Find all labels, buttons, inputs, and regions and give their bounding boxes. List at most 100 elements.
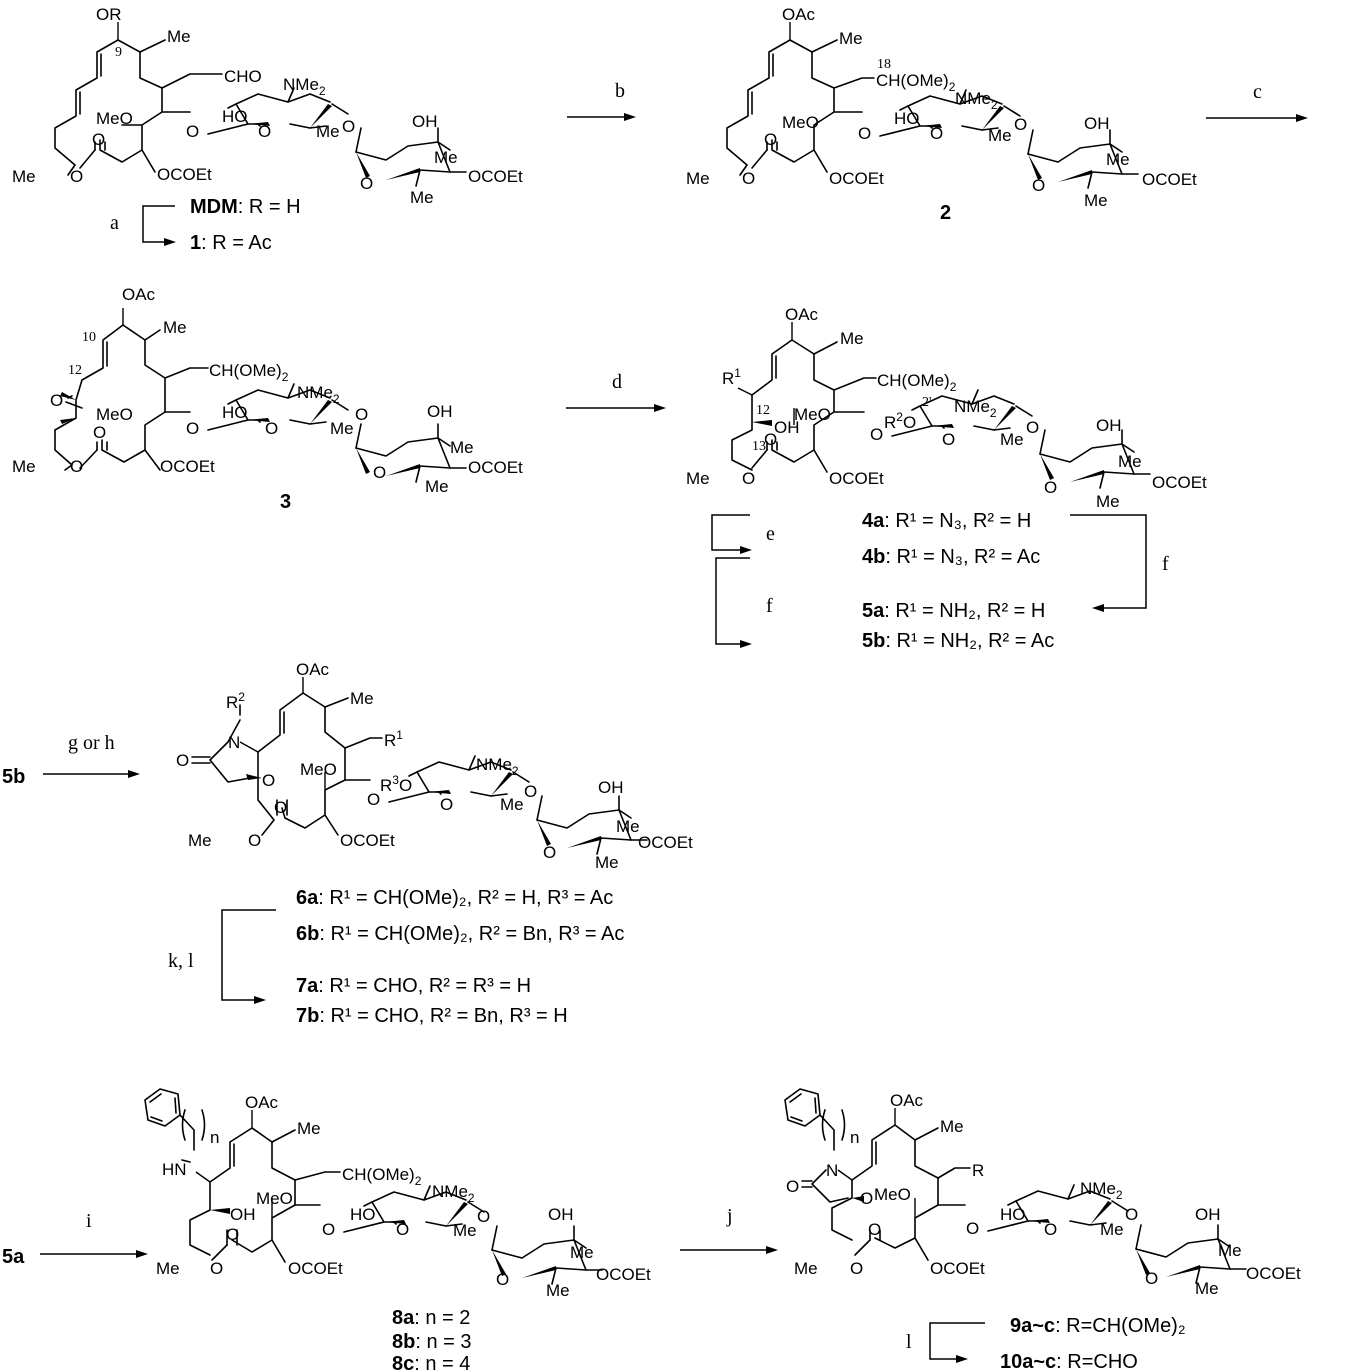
atom-O: O — [850, 1259, 863, 1278]
atom-Me: Me — [156, 1259, 180, 1278]
atom-Me: Me — [167, 27, 191, 46]
atom-O: O — [322, 1220, 335, 1239]
atom-O: O — [1026, 418, 1039, 437]
locant-18: 18 — [877, 57, 891, 72]
atom-R1: R1 — [722, 366, 741, 388]
compound-5b: 5b: R¹ = NH₂, R² = Ac — [862, 630, 1054, 652]
atom-R2: R2 — [226, 690, 245, 712]
atom-HO: HO — [222, 107, 248, 126]
atom-O: O — [248, 831, 261, 850]
atom-Me: Me — [12, 457, 36, 476]
atom-NMe2: NMe2 — [954, 397, 997, 420]
atom-Me: Me — [188, 831, 212, 850]
atom-Me: Me — [297, 1119, 321, 1138]
atom-O: O — [764, 430, 777, 449]
atom-OCOEt: OCOEt — [1246, 1264, 1301, 1283]
atom-OCOEt: OCOEt — [468, 458, 523, 477]
atom-Me: Me — [163, 318, 187, 337]
atom-OH: OH — [1195, 1205, 1221, 1224]
atom-NMe2: NMe2 — [1080, 1179, 1123, 1202]
atom-R: R — [972, 1161, 984, 1180]
atom-O: O — [360, 174, 373, 193]
atom-O: O — [396, 1220, 409, 1239]
atom-OCOEt: OCOEt — [638, 833, 693, 852]
atom-NMe2: NMe2 — [297, 383, 340, 406]
atom-Me: Me — [988, 126, 1012, 145]
atom-R1: R1 — [384, 728, 403, 750]
structure-mdm: OR 9 Me CHO MeO O Me O OCOEt O HO NMe2 O… — [12, 5, 523, 207]
atom-NMe2: NMe2 — [955, 89, 998, 112]
atom-O: O — [70, 457, 83, 476]
atom-O: O — [186, 419, 199, 438]
atom-Me: Me — [453, 1221, 477, 1240]
atom-O: O — [1044, 478, 1057, 497]
start-5a: 5a — [2, 1246, 25, 1268]
atom-OCOEt: OCOEt — [829, 469, 884, 488]
atom-O: O — [258, 122, 271, 141]
atom-O: O — [477, 1207, 490, 1226]
atom-Me: Me — [330, 419, 354, 438]
atom-O: O — [355, 405, 368, 424]
compound-8c: 8c: n = 4 — [392, 1353, 470, 1372]
atom-NMe2: NMe2 — [283, 75, 326, 98]
atom-OAc: OAc — [890, 1091, 924, 1110]
atom-MeO: MeO — [96, 405, 133, 424]
atom-O: O — [764, 130, 777, 149]
compound-8b: 8b: n = 3 — [392, 1331, 472, 1353]
compound-mdm: MDM: R = H — [190, 196, 301, 218]
compound-9: 9a~c: R=CH(OMe)₂ — [1010, 1315, 1186, 1337]
atom-O-ring: O — [860, 1189, 873, 1208]
atom-CH-OMe2: CH(OMe)2 — [877, 371, 957, 394]
atom-CHO: CHO — [224, 67, 262, 86]
atom-O-carbonyl: O — [176, 751, 189, 770]
structure-4: OAc Me R1 12 OH 13 CH(OMe)2 MeO O Me O O… — [686, 305, 1207, 511]
structure-2: OAc Me 18 CH(OMe)2 MeO O Me O OCOEt O HO… — [686, 5, 1197, 210]
compound-8a: 8a: n = 2 — [392, 1307, 470, 1329]
structure-3: 10 12 O Me CH(OMe)2 MeO O Me O OCOEt O H… — [12, 308, 523, 496]
atom-HO: HO — [894, 109, 920, 128]
atom-CH-OMe2: CH(OMe)2 — [876, 71, 956, 94]
atom-CH-OMe2: CH(OMe)2 — [342, 1165, 422, 1188]
atom-Me: Me — [1106, 150, 1130, 169]
atom-O: O — [342, 117, 355, 136]
atom-HO: HO — [222, 403, 248, 422]
locant-13: 13 — [752, 439, 766, 454]
atom-Me: Me — [1100, 1220, 1124, 1239]
reagent-a: a — [110, 212, 119, 234]
atom-Me: Me — [450, 438, 474, 457]
atom-OCOEt: OCOEt — [468, 167, 523, 186]
atom-OAc: OAc — [782, 5, 816, 24]
atom-Me: Me — [794, 1259, 818, 1278]
atom-MeO: MeO — [794, 405, 831, 424]
reagent-c: c — [1253, 81, 1262, 103]
locant-2prime: 2' — [922, 395, 932, 410]
atom-N: N — [826, 1161, 838, 1180]
atom-Me: Me — [1084, 191, 1108, 210]
atom-O: O — [1014, 115, 1027, 134]
start-5b: 5b — [2, 766, 25, 788]
compound-2: 2 — [940, 202, 951, 224]
compound-10: 10a~c: R=CHO — [1000, 1351, 1138, 1372]
atom-O-epoxide: O — [50, 391, 63, 410]
atom-OH: OH — [598, 778, 624, 797]
arrow-f-right — [1070, 514, 1147, 609]
structure-9: n N O O OAc Me R MeO O Me O OCOEt O HO N… — [784, 1088, 1301, 1298]
arrow-e — [711, 514, 750, 551]
reagent-l: l — [906, 1331, 912, 1353]
compound-6b: 6b: R¹ = CH(OMe)₂, R² = Bn, R³ = Ac — [296, 923, 624, 945]
atom-Me: Me — [1218, 1241, 1242, 1260]
atom-Me: Me — [434, 148, 458, 167]
atom-O: O — [210, 1259, 223, 1278]
atom-OH: OH — [230, 1205, 256, 1224]
atom-OH: OH — [1096, 416, 1122, 435]
atom-OCOEt: OCOEt — [160, 457, 215, 476]
atom-NMe2: NMe2 — [432, 1182, 475, 1205]
atom-O: O — [1044, 1220, 1057, 1239]
atom-O: O — [868, 1220, 881, 1239]
atom-OAc: OAc — [785, 305, 819, 324]
atom-Me: Me — [940, 1117, 964, 1136]
atom-Me: Me — [1000, 430, 1024, 449]
atom-CH-OMe2: CH(OMe)2 — [209, 361, 289, 384]
atom-O: O — [93, 423, 106, 442]
